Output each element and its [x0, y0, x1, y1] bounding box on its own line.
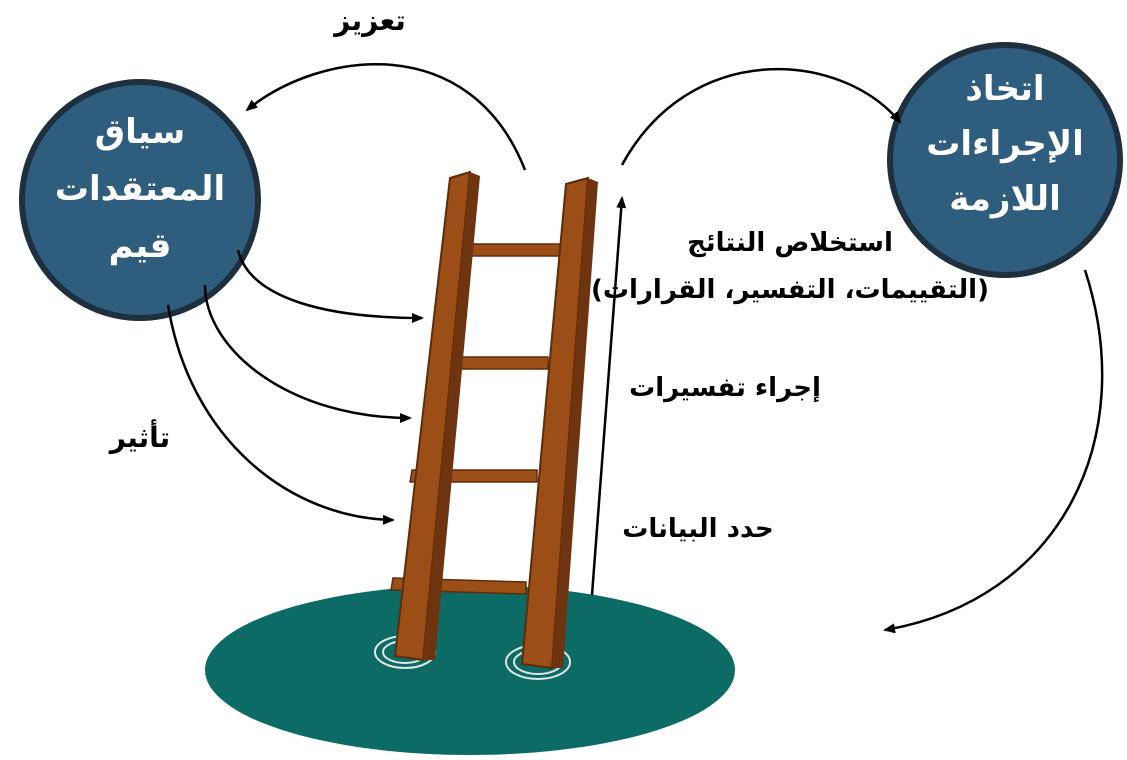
ascend-arrow — [590, 196, 627, 596]
action-circle-line3: اللازمة — [949, 179, 1060, 219]
influence-label: تأثير — [108, 419, 170, 454]
beliefs-circle-line3: قيم — [109, 226, 172, 266]
beliefs-circle-line1: سياق — [95, 112, 185, 152]
ladder — [374, 170, 598, 680]
extract-conclusions-label: استخلاص النتائج — [687, 228, 893, 258]
reinforce-label: تعزيز — [332, 4, 406, 37]
ladder-left-rail-side — [423, 172, 480, 660]
reinforce-arrow — [245, 62, 527, 171]
action-circle-line1: اتخاذ — [965, 69, 1044, 109]
right-return-arrow — [883, 269, 1104, 634]
action-circle-line2: الإجراءات — [926, 124, 1083, 164]
influence-arrow-3 — [166, 304, 395, 525]
interpretations-label: إجراء تفسيرات — [629, 373, 821, 403]
influence-arrow-2 — [203, 284, 412, 423]
beliefs-context-circle: سياق المعتقدات قيم — [19, 79, 261, 321]
select-data-label: حدد البيانات — [622, 514, 773, 544]
extract-conclusions-sublabel: (التقييمات، التفسير، القرارات) — [591, 275, 989, 305]
take-action-circle: اتخاذ الإجراءات اللازمة — [887, 42, 1123, 278]
ground-ellipse — [205, 585, 735, 755]
influence-arrow-1 — [236, 249, 424, 323]
top-right-arrow — [620, 67, 902, 166]
beliefs-circle-line2: المعتقدات — [55, 169, 225, 209]
ladder-right-rail-side — [552, 178, 598, 668]
